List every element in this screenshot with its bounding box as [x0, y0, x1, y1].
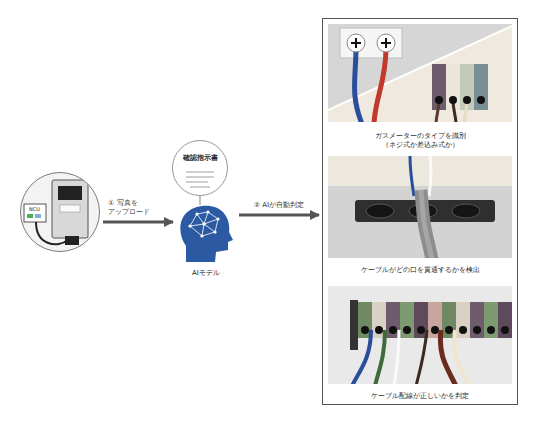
- node-label: NCU: [29, 206, 40, 213]
- brain-node: [195, 212, 198, 215]
- meter-type-image: [460, 64, 474, 110]
- cable-hole-image: [421, 190, 432, 258]
- cable-hole-image: [328, 156, 512, 258]
- connector-arrow: [103, 221, 173, 224]
- instruction-document: [186, 181, 208, 183]
- meter-photo: [20, 172, 100, 252]
- meter-type-image: [477, 96, 485, 104]
- terminal-strip: [417, 326, 425, 334]
- terminal-strip: [400, 302, 414, 338]
- connector-arrow: [239, 214, 319, 217]
- wiring-image: [454, 330, 470, 384]
- meter-type-image: [374, 48, 386, 122]
- node-label: 確認指示書: [183, 154, 218, 162]
- node-label: ケーブル配線が正しいかを判定: [371, 392, 469, 400]
- connector-arrow: [199, 196, 200, 205]
- meter-photo: [58, 186, 82, 200]
- wiring-image: [375, 330, 385, 384]
- terminal-strip: [361, 326, 369, 334]
- wiring-image: [416, 330, 427, 384]
- brain-node: [213, 230, 216, 233]
- meter-photo: [24, 204, 46, 222]
- result-panel: ガスメーターのタイプを識別 （ネジ式か差込み式か） ケーブルがどの口を貫通するかを…: [322, 18, 518, 405]
- instruction-document: [186, 171, 214, 173]
- meter-type-image: [328, 24, 512, 122]
- terminal-strip: [501, 326, 509, 334]
- result-step: ガスメーターのタイプを識別 （ネジ式か差込み式か）: [327, 23, 513, 153]
- meter-type-image: [355, 38, 357, 48]
- brain-node: [206, 210, 209, 213]
- meter-type-image: [347, 34, 365, 52]
- instruction-document: [173, 141, 227, 195]
- meter-type-image: [446, 64, 460, 110]
- instruction-document: [190, 186, 210, 188]
- terminal-strip: [445, 326, 453, 334]
- cable-hole-image: [328, 156, 512, 186]
- meter-photo: [27, 214, 33, 218]
- brain-node: [216, 217, 219, 220]
- meter-photo: [35, 214, 41, 218]
- cable-hole-image: [410, 156, 414, 196]
- terminal-strip: [498, 302, 512, 338]
- brain-network: [190, 212, 218, 236]
- edge-label: ① 写真を アップロード: [107, 199, 169, 217]
- meter-photo: [20, 172, 100, 252]
- brain-node: [188, 224, 191, 227]
- terminal-strip: [358, 302, 512, 338]
- wiring-image: [394, 330, 399, 384]
- brain-node: [188, 210, 219, 237]
- cable-hole-image: [452, 204, 480, 218]
- terminal-strip: [470, 302, 484, 338]
- node-label: ケーブルがどの口を貫通するかを検出: [361, 266, 480, 274]
- meter-type-image: [435, 96, 443, 104]
- document-circle: 確認指示書: [172, 140, 228, 196]
- ai-model: AIモデル: [176, 205, 236, 278]
- result-step: ケーブル配線が正しいかを判定: [327, 281, 513, 401]
- wiring-image: [350, 300, 358, 350]
- meter-type-image: [355, 48, 363, 122]
- meter-type-image: [340, 28, 402, 58]
- meter-type-image: [474, 64, 488, 110]
- cable-hole-image: [366, 204, 394, 218]
- instruction-document: [173, 141, 227, 195]
- brain-node: [200, 234, 203, 237]
- result-step: ケーブルがどの口を貫通するかを検出: [327, 155, 513, 276]
- cable-hole-image: [421, 190, 432, 258]
- terminal-strip: [484, 302, 498, 338]
- cable-hole-image: [429, 156, 431, 196]
- terminal-strip: [403, 326, 411, 334]
- brain-node: [202, 222, 206, 226]
- meter-type-image: [385, 38, 387, 48]
- terminal-strip: [375, 326, 383, 334]
- meter-photo: [60, 205, 80, 212]
- terminal-strip: [389, 326, 397, 334]
- node-label: ガスメーターのタイプを識別 （ネジ式か差込み式か）: [360, 132, 480, 149]
- meter-type-image: [377, 34, 395, 52]
- meter-photo: [36, 222, 68, 244]
- meter-type-image: [432, 64, 446, 110]
- meter-type-image: [449, 96, 457, 104]
- node-label: AIモデル: [192, 269, 220, 278]
- terminal-strip: [473, 326, 481, 334]
- edge-label: ② AIが自動判定: [253, 201, 305, 210]
- brain-network: [190, 212, 218, 236]
- ai-head: [180, 206, 233, 262]
- photo-circle: NCU: [20, 172, 100, 252]
- terminal-strip: [487, 326, 495, 334]
- meter-type-image: [463, 96, 471, 104]
- terminal-strip: [459, 326, 467, 334]
- instruction-document: [186, 176, 214, 178]
- terminal-strip: [456, 302, 470, 338]
- meter-photo: [52, 180, 88, 238]
- wiring-image: [352, 330, 371, 384]
- ai-head: [180, 206, 233, 262]
- terminal-strip: [431, 326, 439, 334]
- wiring-image: [328, 286, 512, 384]
